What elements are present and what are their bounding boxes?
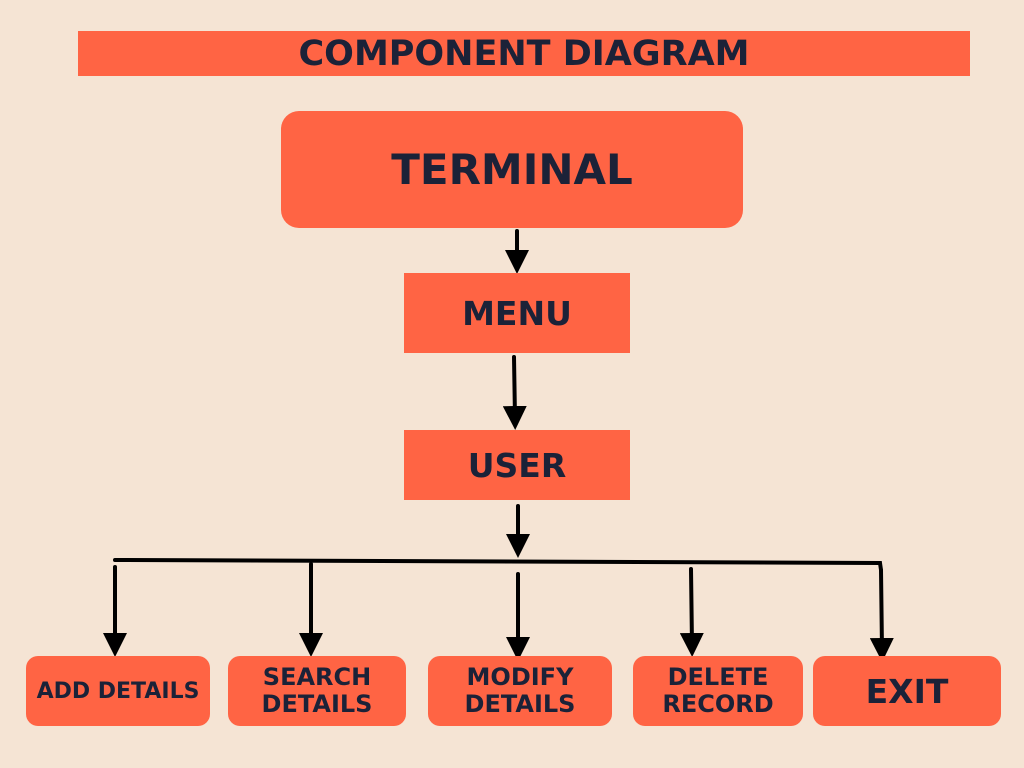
add-details-node: ADD DETAILS bbox=[26, 656, 210, 726]
branch-bus-line bbox=[113, 558, 883, 572]
exit-node: EXIT bbox=[813, 656, 1001, 726]
delete-record-label-line2: RECORD bbox=[662, 690, 774, 718]
terminal-node: TERMINAL bbox=[281, 111, 743, 228]
menu-node: MENU bbox=[404, 273, 630, 353]
exit-label: EXIT bbox=[865, 671, 949, 711]
diagram-title: COMPONENT DIAGRAM bbox=[78, 31, 970, 76]
modify-details-label-line2: DETAILS bbox=[464, 690, 576, 718]
diagram-title-text: COMPONENT DIAGRAM bbox=[298, 33, 750, 74]
add-details-label: ADD DETAILS bbox=[36, 678, 200, 704]
search-details-node: SEARCH DETAILS bbox=[228, 656, 406, 726]
modify-details-node: MODIFY DETAILS bbox=[428, 656, 612, 726]
search-details-label-line2: DETAILS bbox=[261, 690, 373, 718]
arrow-to-delete-record bbox=[679, 567, 704, 657]
menu-label: MENU bbox=[462, 293, 572, 333]
delete-record-label-line1: DELETE bbox=[667, 663, 769, 691]
search-details-label-line1: SEARCH bbox=[262, 663, 372, 691]
arrow-menu-to-user bbox=[502, 355, 527, 430]
delete-record-node: DELETE RECORD bbox=[633, 656, 803, 726]
arrow-to-exit bbox=[869, 568, 894, 662]
terminal-label: TERMINAL bbox=[391, 145, 633, 194]
user-node: USER bbox=[404, 430, 630, 500]
modify-details-label-line1: MODIFY bbox=[466, 663, 574, 691]
user-label: USER bbox=[467, 445, 567, 485]
